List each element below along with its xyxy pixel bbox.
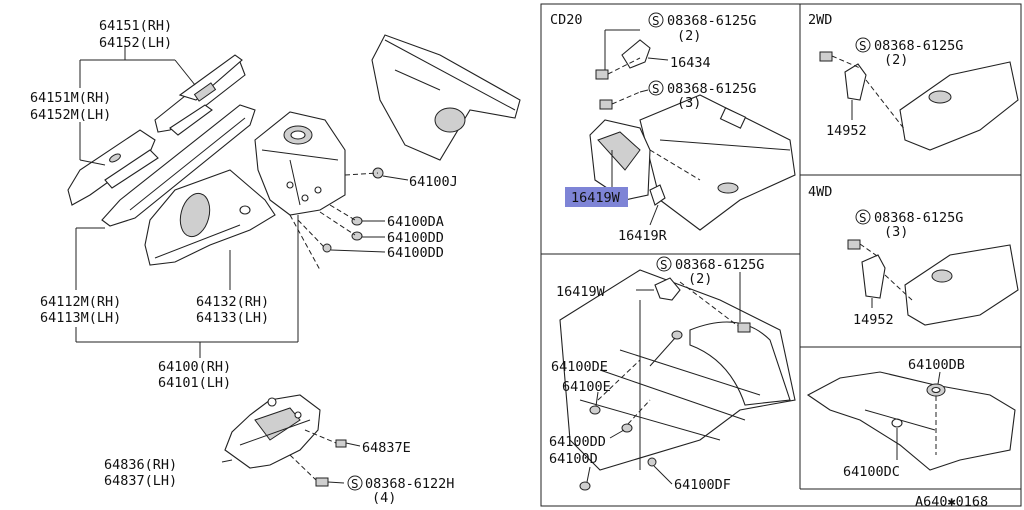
label-16419w-highlight: 16419W	[571, 190, 621, 206]
clip-64100da	[351, 216, 363, 226]
cd20-body-panel	[639, 94, 796, 231]
label-64100dd-a: 64100DD	[387, 230, 444, 246]
label-64133: 64133(LH)	[196, 310, 269, 326]
4wd-bracket-14952	[861, 254, 886, 299]
leaders-cd20	[604, 29, 701, 226]
label-64151m: 64151M(RH)	[30, 90, 111, 106]
4wd-body-panel	[904, 244, 1019, 326]
label-64100da: 64100DA	[387, 214, 444, 230]
label-64132: 64132(RH)	[196, 294, 269, 310]
label-qty-2-c: (2)	[688, 271, 712, 287]
bolt-4wd	[847, 239, 861, 250]
label-64100dd-b: 64100DD	[387, 245, 444, 261]
label-64152m: 64152M(LH)	[30, 107, 111, 123]
svg-text:S: S	[660, 257, 668, 272]
cd20-mount-bracket	[589, 119, 651, 201]
label-64100d: 64100D	[549, 451, 598, 467]
label-14952-a: 14952	[826, 123, 867, 139]
svg-text:S: S	[859, 210, 867, 225]
part-64112m-apron	[101, 104, 256, 227]
label-64100j: 64100J	[409, 174, 458, 190]
label-14952-b: 14952	[853, 312, 894, 328]
lower-frame-panel	[559, 269, 796, 471]
label-64101: 64101(LH)	[158, 375, 231, 391]
part-dash-panel	[371, 34, 521, 161]
label-cd20: CD20	[550, 12, 583, 28]
reference-code: A640✱0168	[915, 494, 988, 510]
label-08368-6122h: 08368-6122H	[365, 476, 454, 492]
label-lower-08368: 08368-6125G	[675, 257, 764, 273]
bolt-cd20-b	[599, 99, 613, 110]
s-symbol-icon: S	[648, 12, 664, 28]
svg-text:S: S	[859, 38, 867, 53]
bolt-cd20-a	[595, 69, 609, 80]
grommet-64100db	[926, 383, 946, 397]
label-4wd-08368: 08368-6125G	[874, 210, 963, 226]
label-64100: 64100(RH)	[158, 359, 231, 375]
bolt-64837e	[335, 439, 347, 448]
clip-64100dd-a	[351, 231, 363, 241]
part-64100-strut-housing	[254, 111, 346, 216]
s-symbol-icon: S	[855, 37, 871, 53]
clip-64100dd-b	[322, 243, 332, 253]
label-qty-3-a: (3)	[677, 95, 701, 111]
part-64151-upper-rail	[154, 54, 246, 136]
label-4wd: 4WD	[808, 184, 832, 200]
label-qty-3-b: (3)	[884, 224, 908, 240]
leaders-lower	[586, 272, 741, 485]
label-16419r: 16419R	[618, 228, 668, 244]
label-64152: 64152(LH)	[99, 35, 172, 51]
leaders-4wd	[859, 243, 913, 308]
clip-lower-set	[579, 322, 751, 491]
s-symbol-icon: S	[855, 209, 871, 225]
part-64132-wheelhouse	[144, 169, 276, 266]
db-dc-panel-part	[806, 371, 1016, 471]
label-64100dc: 64100DC	[843, 464, 900, 480]
label-2wd-08368: 08368-6125G	[874, 38, 963, 54]
part-64836-splash-shield	[224, 394, 321, 469]
label-qty-2-a: (2)	[677, 28, 701, 44]
highlight-16419w	[565, 187, 628, 207]
label-2wd: 2WD	[808, 12, 832, 28]
label-cd20-08368-b: 08368-6125G	[667, 81, 756, 97]
label-64112m: 64112M(RH)	[40, 294, 121, 310]
right-frame	[540, 3, 1022, 507]
2wd-body-panel	[899, 61, 1019, 151]
svg-text:S: S	[652, 13, 660, 28]
label-64151: 64151(RH)	[99, 18, 172, 34]
bracket-16419w-b	[654, 277, 681, 301]
svg-text:S: S	[652, 81, 660, 96]
label-64100db: 64100DB	[908, 357, 965, 373]
label-qty-4: (4)	[372, 490, 396, 506]
label-64100e: 64100E	[562, 379, 611, 395]
s-symbol-icon: S	[648, 80, 664, 96]
s-symbol-icon: S	[347, 475, 363, 491]
cd20-bracket-16434	[621, 39, 651, 69]
label-qty-2-b: (2)	[884, 52, 908, 68]
label-64837e: 64837E	[362, 440, 411, 456]
leaders-left	[75, 45, 409, 484]
label-cd20-08368-a: 08368-6125G	[667, 13, 756, 29]
clip-16419r	[649, 184, 666, 206]
label-16434: 16434	[670, 55, 711, 71]
label-64837: 64837(LH)	[104, 473, 177, 489]
s-symbol-icon: S	[656, 256, 672, 272]
label-64836: 64836(RH)	[104, 457, 177, 473]
label-16419w-b: 16419W	[556, 284, 606, 300]
label-64100df: 64100DF	[674, 477, 731, 493]
leaders-2wd	[831, 55, 906, 131]
2wd-bracket-14952	[844, 63, 867, 101]
bolt-2wd	[819, 51, 833, 62]
part-64151m-reinforcement	[67, 129, 159, 206]
leaders-db-dc	[896, 371, 941, 460]
label-64100de: 64100DE	[551, 359, 608, 375]
label-64100dd-c: 64100DD	[549, 434, 606, 450]
svg-text:S: S	[351, 476, 359, 491]
label-64113m: 64113M(LH)	[40, 310, 121, 326]
bolt-08368-6122h	[315, 477, 329, 487]
